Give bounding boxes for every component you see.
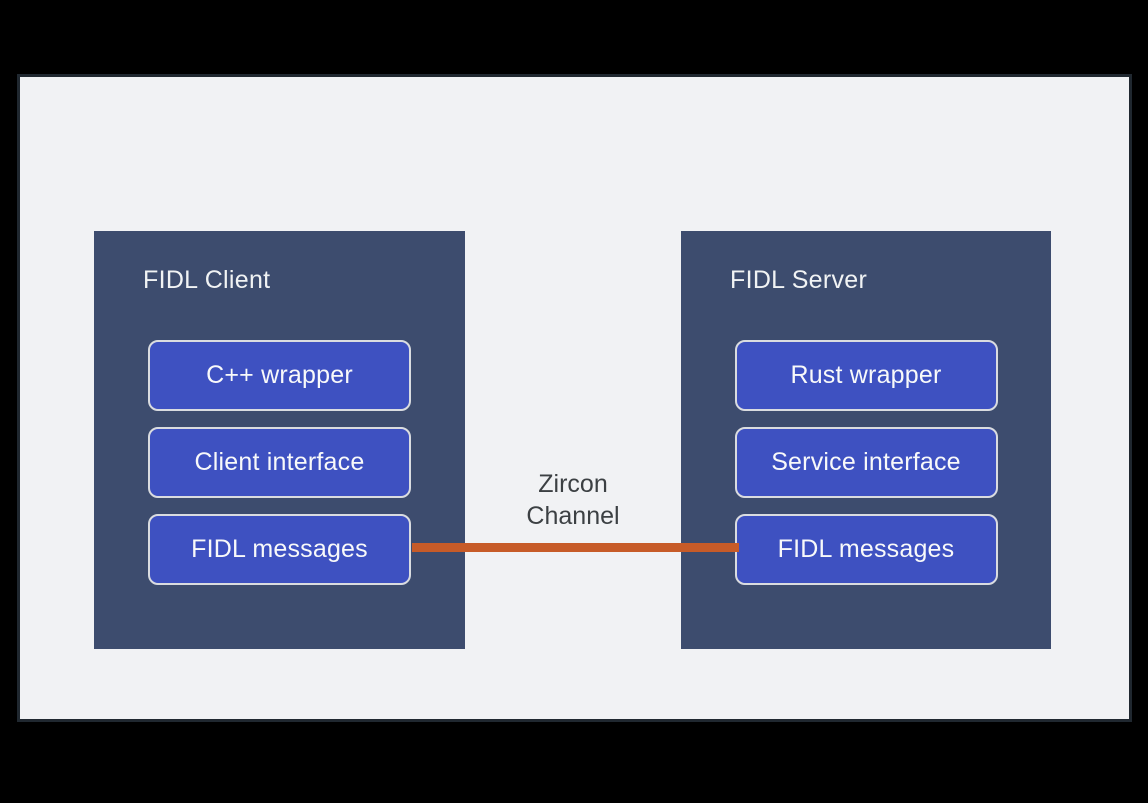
node-service-interface: Service interface (734, 427, 998, 498)
zircon-channel-connector (412, 543, 739, 552)
zircon-channel-label-line1: Zircon (538, 470, 608, 498)
fidl-server-panel: FIDL Server Rust wrapper Service interfa… (681, 231, 1051, 649)
zircon-channel-label-line2: Channel (526, 502, 620, 530)
node-client-interface: Client interface (148, 427, 411, 498)
fidl-client-panel: FIDL Client C++ wrapper Client interface… (94, 231, 465, 649)
fidl-server-nodes: Rust wrapper Service interface FIDL mess… (681, 340, 1051, 585)
fidl-server-title: FIDL Server (730, 266, 868, 294)
node-rust-wrapper: Rust wrapper (734, 340, 998, 411)
diagram-canvas: FIDL Client C++ wrapper Client interface… (17, 74, 1132, 722)
node-client-fidl-messages: FIDL messages (148, 514, 411, 585)
node-server-fidl-messages: FIDL messages (734, 514, 998, 585)
fidl-client-nodes: C++ wrapper Client interface FIDL messag… (94, 340, 465, 585)
zircon-channel-label: Zircon Channel (473, 468, 673, 532)
node-cpp-wrapper: C++ wrapper (148, 340, 411, 411)
fidl-client-title: FIDL Client (143, 266, 271, 294)
